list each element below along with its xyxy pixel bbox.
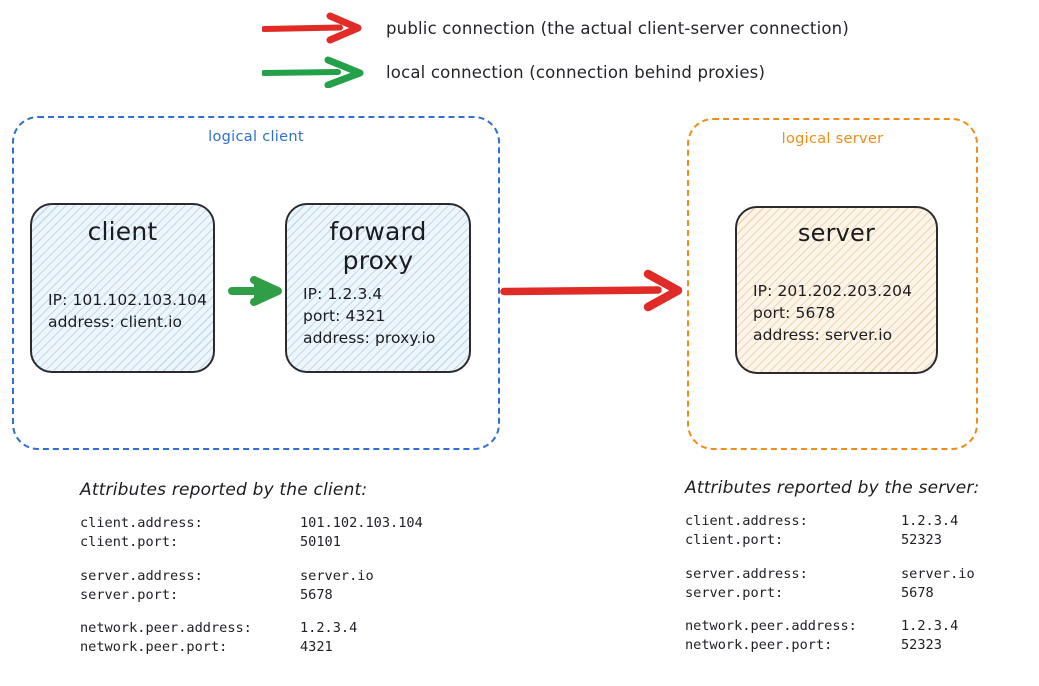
node-server-attr-address: address: server.io — [753, 326, 893, 344]
attr-key: client.address: — [80, 515, 203, 531]
attr-key: network.peer.address: — [80, 620, 252, 637]
table-row: server.port: 5678 — [80, 586, 423, 605]
table-row: network.peer.port: 52323 — [685, 636, 975, 655]
table-row: network.peer.address: 1.2.3.4 — [685, 617, 975, 636]
attr-key: network.peer.port: — [685, 637, 833, 654]
attr-key: network.peer.address: — [685, 618, 857, 635]
attr-key: server.port: — [80, 586, 179, 603]
table-row: server.address: server.io — [685, 565, 975, 584]
table-row-spacer — [80, 553, 423, 567]
legend-item-local-connection: local connection (connection behind prox… — [262, 56, 765, 88]
logical-client-title: logical client — [208, 129, 304, 145]
attr-key: server.address: — [80, 567, 203, 584]
attr-value: server.io — [901, 565, 975, 582]
node-forward-proxy-attr-ip: IP: 1.2.3.4 — [303, 285, 383, 303]
attr-value: 1.2.3.4 — [901, 513, 959, 529]
attr-key: server.address: — [685, 565, 808, 582]
red-arrow-icon — [262, 12, 362, 44]
attributes-client-heading: Attributes reported by the client: — [80, 480, 368, 500]
table-row: network.peer.address: 1.2.3.4 — [80, 619, 423, 638]
table-row: client.address: 101.102.103.104 — [80, 514, 423, 533]
node-forward-proxy: forward proxy IP: 1.2.3.4 port: 4321 add… — [285, 203, 471, 373]
node-forward-proxy-attributes: IP: 1.2.3.4 port: 4321 address: proxy.io — [303, 283, 453, 349]
node-client-attr-ip: IP: 101.102.103.104 — [48, 291, 208, 309]
attributes-client-table: client.address: 101.102.103.104 client.p… — [80, 514, 423, 658]
node-client: client IP: 101.102.103.104 address: clie… — [30, 203, 215, 373]
table-row-spacer — [80, 605, 423, 619]
node-server-attr-ip: IP: 201.202.203.204 — [753, 282, 913, 300]
attr-key: client.address: — [685, 513, 808, 529]
node-server: server IP: 201.202.203.204 port: 5678 ad… — [735, 206, 938, 374]
attr-value: 5678 — [300, 586, 333, 603]
node-server-attributes: IP: 201.202.203.204 port: 5678 address: … — [753, 280, 920, 346]
table-row: client.port: 52323 — [685, 531, 975, 550]
node-server-title: server — [797, 219, 876, 247]
attr-key: network.peer.port: — [80, 639, 228, 656]
attr-value: 52323 — [901, 532, 942, 549]
attr-key: server.port: — [685, 584, 784, 601]
table-row: network.peer.port: 4321 — [80, 638, 423, 657]
legend-item-public-connection: public connection (the actual client-ser… — [262, 12, 849, 44]
node-client-attr-address: address: client.io — [48, 313, 183, 331]
legend-label-local-connection: local connection (connection behind prox… — [386, 62, 766, 82]
legend-label-public-connection: public connection (the actual client-ser… — [386, 18, 849, 38]
attr-value: 101.102.103.104 — [300, 515, 423, 531]
table-row: client.port: 50101 — [80, 533, 423, 552]
attr-value: 4321 — [300, 639, 333, 656]
attributes-reported-by-client: Attributes reported by the client: clien… — [80, 480, 423, 658]
local-connection-arrow-client-to-proxy — [228, 276, 282, 306]
attributes-server-heading: Attributes reported by the server: — [685, 478, 980, 498]
node-client-title: client — [87, 217, 158, 246]
attr-value: 5678 — [901, 584, 934, 601]
table-row-spacer — [685, 603, 975, 617]
node-forward-proxy-attr-address: address: proxy.io — [303, 329, 436, 347]
table-row: client.address: 1.2.3.4 — [685, 512, 975, 531]
node-forward-proxy-title: forward proxy — [329, 217, 427, 275]
logical-server-group: logical server — [687, 118, 978, 450]
green-arrow-icon — [262, 56, 364, 88]
table-row: server.address: server.io — [80, 567, 423, 586]
table-row-spacer — [685, 551, 975, 565]
attributes-reported-by-server: Attributes reported by the server: clien… — [685, 478, 979, 656]
logical-client-group: logical client — [12, 116, 500, 450]
attr-value: server.io — [300, 567, 374, 584]
node-client-attributes: IP: 101.102.103.104 address: client.io — [48, 289, 208, 333]
attr-value: 1.2.3.4 — [901, 618, 959, 635]
table-row: server.port: 5678 — [685, 584, 975, 603]
node-forward-proxy-attr-port: port: 4321 — [303, 307, 386, 325]
attr-value: 1.2.3.4 — [300, 620, 358, 637]
logical-server-title: logical server — [781, 131, 884, 147]
attr-key: client.port: — [80, 534, 179, 551]
attr-value: 50101 — [300, 534, 341, 551]
attr-value: 52323 — [901, 637, 942, 654]
public-connection-arrow-proxy-to-server — [500, 269, 683, 312]
attributes-server-table: client.address: 1.2.3.4 client.port: 523… — [685, 512, 975, 656]
node-server-attr-port: port: 5678 — [753, 304, 836, 322]
attr-key: client.port: — [685, 532, 784, 549]
